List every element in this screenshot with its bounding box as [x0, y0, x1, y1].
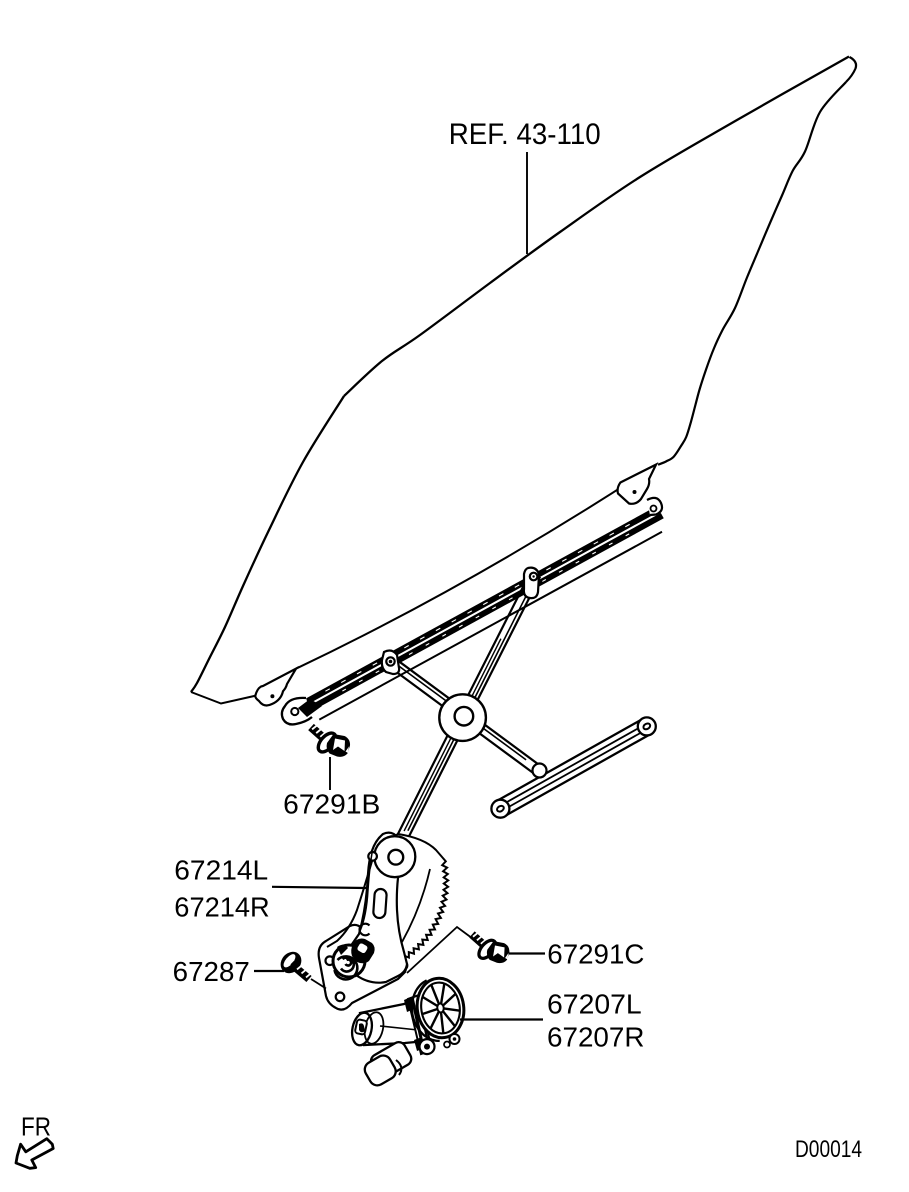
svg-text:REF. 43-110: REF. 43-110	[449, 118, 601, 151]
svg-text:67214R: 67214R	[174, 891, 269, 922]
svg-text:67291C: 67291C	[547, 938, 644, 969]
svg-text:67287: 67287	[173, 956, 250, 987]
svg-text:67214L: 67214L	[174, 855, 268, 886]
svg-text:FR: FR	[21, 1112, 51, 1142]
svg-text:67207L: 67207L	[547, 989, 642, 1020]
svg-text:D00014: D00014	[795, 1136, 862, 1163]
svg-text:67291B: 67291B	[283, 788, 380, 819]
svg-text:67207R: 67207R	[547, 1022, 645, 1053]
